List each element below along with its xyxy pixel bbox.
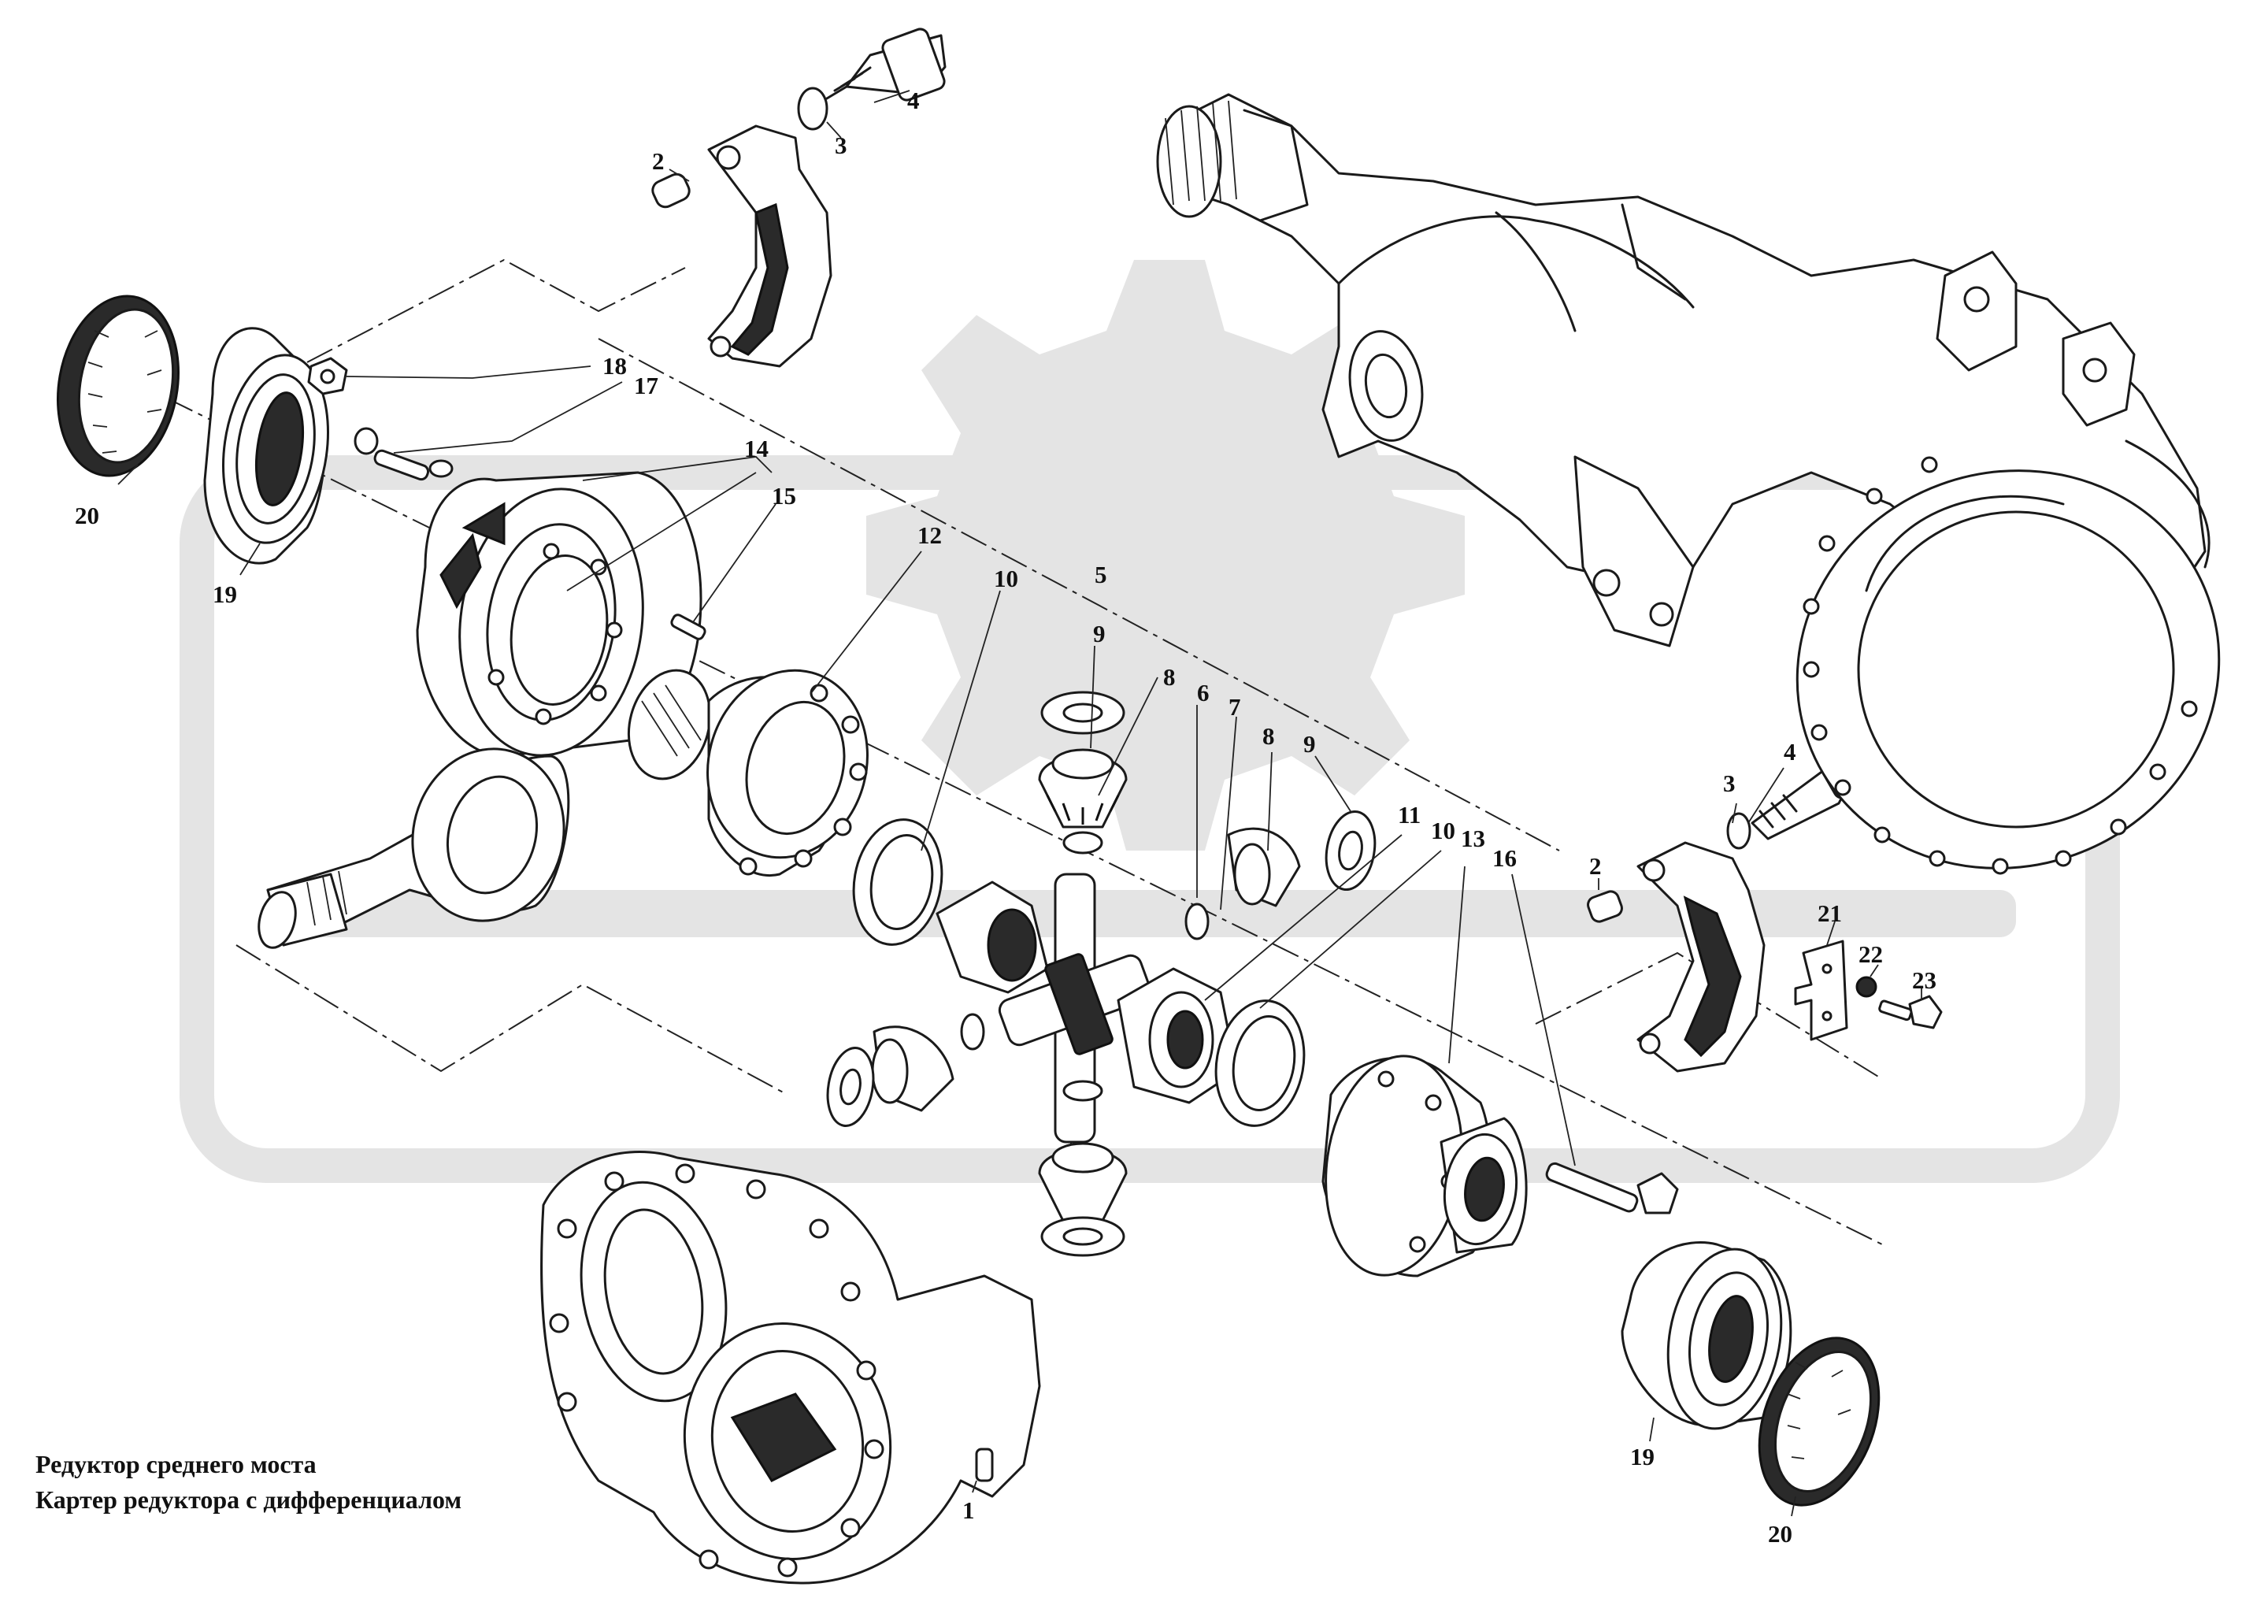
- part-side-gear-right: [1117, 967, 1238, 1104]
- part-housing-flange: [1796, 456, 2221, 875]
- part-bolt-17: [354, 427, 454, 481]
- part-bearing-upper: [203, 327, 329, 565]
- callout-labels: 4 3 2 18 17 20 19 14 15 12 10 5 9 8 6 7 …: [75, 87, 1936, 1548]
- part-pinion-shaft: [258, 747, 570, 949]
- part-ring-left: [960, 1013, 985, 1051]
- callout-14: 14: [744, 435, 769, 462]
- part-satellite-gear-right: [1227, 827, 1301, 907]
- part-lock-plate-21: [1794, 940, 1848, 1041]
- callout-20-lower: 20: [1768, 1520, 1792, 1548]
- part-nut-18: [307, 357, 348, 395]
- part-ring-bottom: [1062, 1080, 1103, 1102]
- part-reducer-housing: [540, 1151, 1041, 1585]
- callout-5: 5: [1095, 561, 1107, 588]
- part-bolt-23: [1878, 995, 1943, 1029]
- axis-upper: [306, 258, 686, 363]
- callout-7: 7: [1228, 693, 1241, 721]
- part-bolt-top: [825, 28, 947, 102]
- leader-lines: [117, 90, 1922, 1517]
- part-ring-top: [1062, 831, 1103, 855]
- part-satellite-gear-bottom: [1038, 1142, 1128, 1222]
- part-washer-9-bottom: [1040, 1216, 1125, 1257]
- callout-10-right: 10: [1431, 817, 1455, 844]
- callout-8-top: 8: [1163, 663, 1176, 691]
- callout-13: 13: [1461, 825, 1485, 852]
- callout-11: 11: [1398, 801, 1421, 829]
- part-side-gear-left: [936, 881, 1049, 994]
- axis-main: [125, 377, 1883, 1245]
- callout-9-right: 9: [1303, 730, 1316, 758]
- part-washer-top: [797, 87, 828, 131]
- part-lock-ring-upper: [56, 295, 180, 477]
- callout-4-right: 4: [1784, 738, 1796, 766]
- part-thrust-washer-10a: [852, 818, 943, 946]
- callout-3-right: 3: [1723, 769, 1736, 797]
- callout-15: 15: [772, 482, 796, 510]
- callout-18: 18: [602, 352, 627, 380]
- callout-6: 6: [1197, 679, 1210, 706]
- callout-23: 23: [1912, 966, 1936, 994]
- callout-12: 12: [917, 521, 942, 549]
- part-sleeve-top: [651, 172, 691, 209]
- callout-16: 16: [1492, 844, 1517, 872]
- callout-3-top: 3: [835, 132, 847, 159]
- callout-20-upper: 20: [75, 502, 99, 529]
- part-thrust-washer-10b: [1214, 999, 1306, 1127]
- part-ring-right: [1184, 903, 1210, 940]
- callout-19-upper: 19: [213, 580, 237, 608]
- caption-line-2: Картер редуктора с дифференциалом: [35, 1485, 461, 1514]
- axis-diagonal: [598, 338, 1560, 851]
- part-ring-gear: [416, 471, 702, 758]
- callout-8-right: 8: [1262, 722, 1275, 750]
- part-washer-22: [1855, 976, 1877, 998]
- part-satellite-gear-top: [1038, 748, 1128, 829]
- callout-2-top: 2: [652, 147, 665, 175]
- part-sleeve-right: [1587, 890, 1623, 923]
- part-lock-ring-lower: [1758, 1337, 1881, 1507]
- watermark-band: [299, 890, 2016, 937]
- part-pin-15: [670, 614, 706, 640]
- callout-4-top: 4: [907, 87, 920, 114]
- callout-10-left: 10: [994, 565, 1018, 592]
- part-bearing-lower: [1621, 1241, 1792, 1430]
- part-satellite-gear-left: [871, 1025, 954, 1112]
- part-washer-9-top: [1040, 691, 1125, 735]
- callout-19-lower: 19: [1630, 1443, 1655, 1470]
- caption-line-1: Редуктор среднего моста: [35, 1450, 317, 1478]
- part-diff-cup-12: [627, 669, 869, 877]
- part-spider-cross: [998, 873, 1152, 1144]
- part-diff-cup-13: [1321, 1055, 1528, 1277]
- axis-right: [1535, 951, 1883, 1080]
- callout-17: 17: [634, 372, 658, 399]
- part-bolt-16: [1545, 1162, 1679, 1214]
- part-washer-right: [1726, 812, 1751, 850]
- part-bearing-cap-top: [707, 124, 832, 368]
- callout-2-right: 2: [1589, 852, 1602, 880]
- axis-lower: [235, 944, 788, 1096]
- part-washer-9-right: [1325, 810, 1377, 892]
- callout-9-top: 9: [1093, 620, 1106, 647]
- callout-22: 22: [1858, 940, 1883, 968]
- part-washer-left: [826, 1047, 875, 1127]
- diagram-caption: Редуктор среднего моста Картер редуктора…: [35, 1450, 461, 1514]
- callout-21: 21: [1818, 899, 1842, 927]
- watermark-gear: [866, 260, 1465, 851]
- callout-1: 1: [962, 1496, 975, 1524]
- part-bearing-cap-right: [1636, 841, 1766, 1073]
